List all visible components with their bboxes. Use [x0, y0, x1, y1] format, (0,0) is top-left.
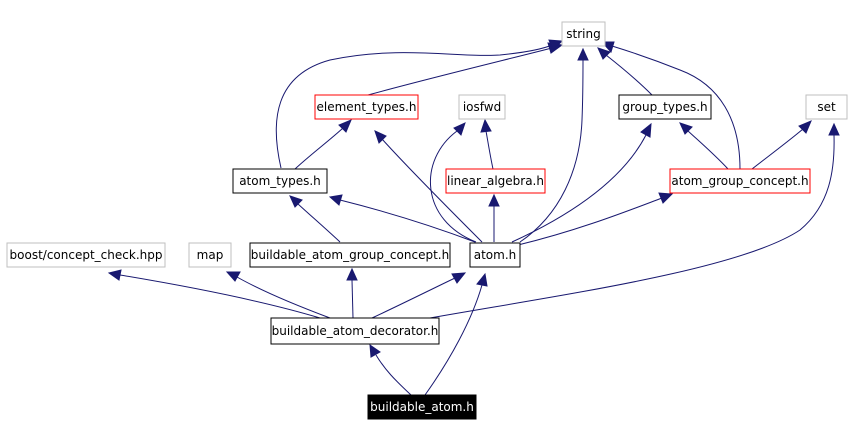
- node-set[interactable]: set: [805, 94, 848, 120]
- node-label: atom_group_concept.h: [671, 174, 808, 188]
- edge-atom-group-concept-to-set: [751, 120, 812, 170]
- node-label: element_types.h: [317, 100, 417, 114]
- edge-atom-to-element-types: [374, 130, 483, 243]
- edge-atom-types-to-element-types: [294, 119, 352, 170]
- node-boost-concept-check[interactable]: boost/concept_check.hpp: [6, 242, 166, 268]
- node-atom[interactable]: atom.h: [469, 242, 521, 268]
- node-label: atom.h: [474, 248, 517, 262]
- node-label: linear_algebra.h: [447, 174, 544, 188]
- node-buildable-atom-decorator[interactable]: buildable_atom_decorator.h: [270, 317, 440, 345]
- edge-atom-to-group-types: [511, 122, 652, 243]
- edge-buildable-atom-group-concept-to-atom-types: [289, 195, 341, 243]
- edge-atom-group-concept-to-group-types: [679, 122, 729, 170]
- edge-linear-algebra-to-iosfwd: [480, 118, 494, 170]
- edge-decorator-to-atom: [371, 272, 467, 319]
- node-label: boost/concept_check.hpp: [10, 248, 163, 262]
- edge-group-types-to-string: [597, 47, 653, 96]
- edge-buildable-atom-to-atom: [424, 272, 488, 396]
- edge-atom-to-atom-group-concept: [517, 192, 674, 246]
- node-label: iosfwd: [463, 100, 501, 114]
- edge-atom-types-to-string: [275, 39, 564, 169]
- edge-decorator-to-concept-check: [107, 269, 321, 319]
- node-label: buildable_atom_group_concept.h: [251, 248, 449, 262]
- edge-atom-to-linear-algebra: [488, 193, 500, 242]
- node-label: group_types.h: [622, 100, 707, 114]
- node-label: atom_types.h: [239, 174, 321, 188]
- node-atom-group-concept[interactable]: atom_group_concept.h: [669, 168, 811, 194]
- node-string[interactable]: string: [561, 21, 606, 47]
- node-label: set: [817, 100, 836, 114]
- edge-decorator-to-set: [429, 122, 840, 319]
- node-label: map: [197, 248, 224, 262]
- edge-atom-to-string: [519, 47, 589, 243]
- edge-decorator-to-map: [225, 271, 331, 319]
- node-label: string: [566, 27, 600, 41]
- edge-atom-to-atom-types: [328, 194, 476, 243]
- edge-buildable-atom-to-decorator: [369, 343, 412, 396]
- node-label: buildable_atom_decorator.h: [272, 324, 439, 338]
- node-map[interactable]: map: [188, 242, 232, 268]
- node-linear-algebra[interactable]: linear_algebra.h: [445, 168, 546, 194]
- node-group-types[interactable]: group_types.h: [618, 94, 712, 120]
- edge-decorator-to-buildable-atom-group-concept: [346, 267, 358, 319]
- node-buildable-atom-group-concept[interactable]: buildable_atom_group_concept.h: [249, 242, 451, 268]
- node-label: buildable_atom.h: [370, 400, 474, 414]
- node-element-types[interactable]: element_types.h: [314, 94, 419, 120]
- edge-atom-to-iosfwd: [429, 122, 477, 243]
- node-iosfwd[interactable]: iosfwd: [458, 94, 506, 120]
- node-atom-types[interactable]: atom_types.h: [232, 168, 328, 194]
- node-buildable-atom[interactable]: buildable_atom.h: [367, 394, 477, 420]
